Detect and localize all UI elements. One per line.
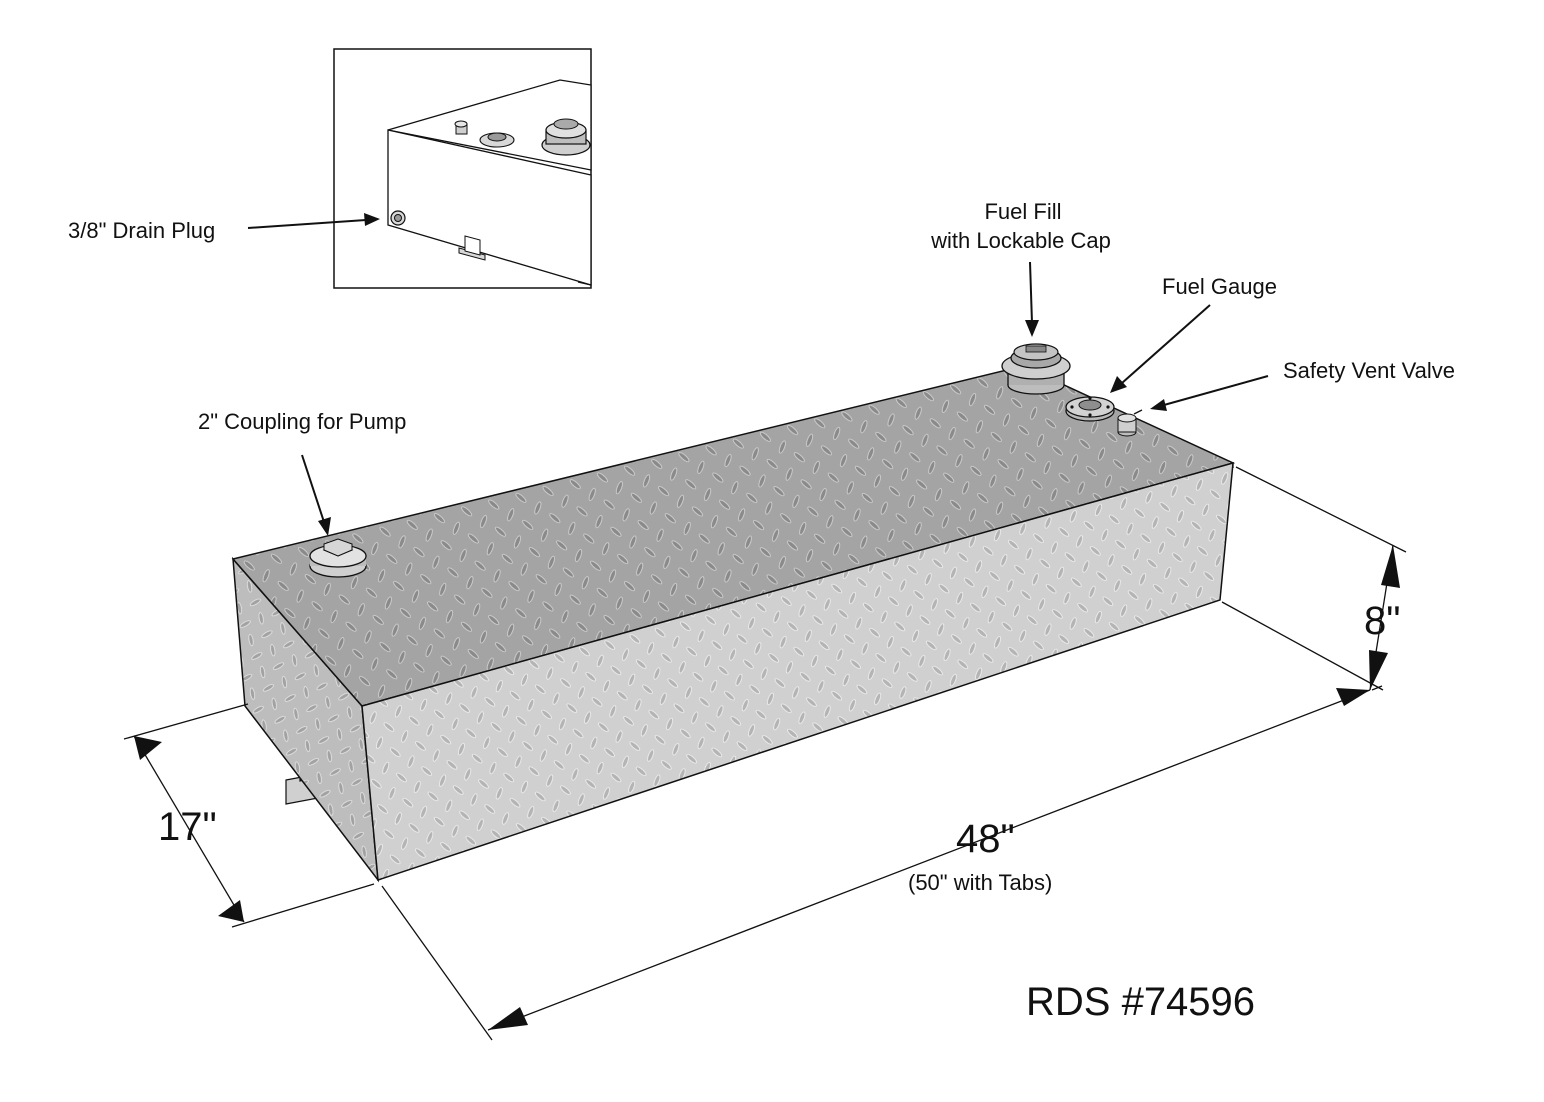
inset-tab-icon bbox=[458, 235, 486, 261]
dim-length-note: (50" with Tabs) bbox=[908, 870, 1052, 895]
inset-fuel-fill-icon bbox=[541, 118, 591, 156]
inset-drain-plug-icon bbox=[390, 210, 406, 226]
inset-detail bbox=[333, 48, 592, 289]
dim-height-label: 8" bbox=[1364, 599, 1400, 643]
inset-fuel-gauge-icon bbox=[479, 132, 515, 148]
callout-coupling: 2" Coupling for Pump bbox=[198, 409, 406, 434]
dim-height bbox=[1221, 466, 1407, 691]
inset-vent-icon bbox=[454, 120, 468, 135]
dim-width-label: 17" bbox=[158, 805, 217, 849]
inset-tank-top bbox=[387, 79, 592, 171]
arrow-drain-plug bbox=[247, 213, 380, 229]
tank-front-face bbox=[361, 461, 1234, 882]
callout-fuel-fill: Fuel Fill bbox=[984, 199, 1061, 224]
arrow-coupling bbox=[301, 454, 331, 536]
fuel-gauge-icon bbox=[1065, 396, 1115, 422]
dim-length bbox=[381, 685, 1383, 1041]
callout-fuel-gauge: Fuel Gauge bbox=[1162, 274, 1277, 299]
callout-fuel-fill-cap: with Lockable Cap bbox=[930, 228, 1111, 253]
dim-length-label: 48" bbox=[956, 817, 1015, 861]
safety-vent-icon bbox=[1117, 409, 1143, 437]
coupling-icon bbox=[309, 538, 367, 578]
fuel-tank bbox=[231, 343, 1236, 883]
arrow-fuel-fill bbox=[1025, 261, 1039, 337]
dim-width bbox=[123, 703, 375, 928]
callout-drain-plug: 3/8" Drain Plug bbox=[68, 218, 215, 243]
arrow-safety-vent bbox=[1150, 375, 1269, 411]
arrow-fuel-gauge bbox=[1110, 304, 1211, 393]
callout-safety-vent: Safety Vent Valve bbox=[1283, 358, 1455, 383]
model-number: RDS #74596 bbox=[1026, 980, 1255, 1024]
fuel-fill-cap-icon bbox=[1001, 343, 1071, 395]
